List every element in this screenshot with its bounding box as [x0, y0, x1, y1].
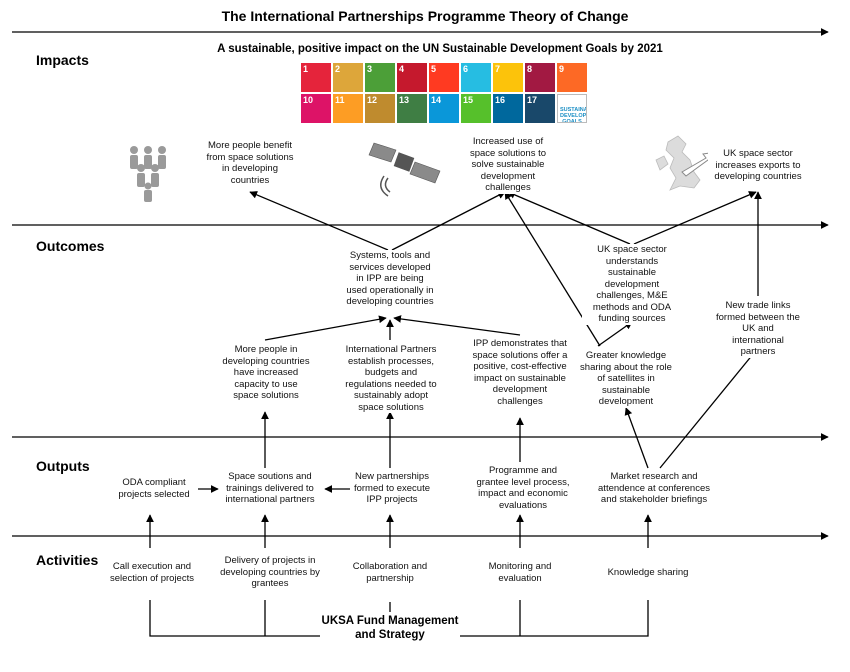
output-oda-projects: ODA compliant projects selected: [112, 477, 196, 500]
sdg-tile-number: 8: [527, 64, 533, 74]
satellite-icon: [368, 142, 441, 197]
outcome-partners-establish: International Partners establish process…: [344, 344, 438, 413]
activity-monitoring: Monitoring and evaluation: [484, 561, 556, 584]
activity-collaboration: Collaboration and partnership: [352, 561, 428, 584]
sdg-tile: 10: [301, 94, 331, 123]
sdg-tile-number: 15: [463, 95, 474, 105]
sdg-tile: 2: [333, 63, 363, 92]
impact-increased-use: Increased use of space solutions to solv…: [462, 136, 554, 194]
sdg-tile-number: 16: [495, 95, 506, 105]
sdg-tile: 15: [461, 94, 491, 123]
arrow-systems-to-spaceuse: [391, 191, 506, 251]
sdg-tile: 14: [429, 94, 459, 123]
sdg-tile-number: 3: [367, 64, 373, 74]
activity-call-execution: Call execution and selection of projects: [110, 561, 194, 584]
section-label-outcomes: Outcomes: [36, 238, 105, 254]
arrow-systems-to-people: [249, 191, 389, 251]
sdg-tile: 17: [525, 94, 555, 123]
sdg-tile: 9: [557, 63, 587, 92]
people-icon: [130, 146, 166, 202]
sdg-tile-number: 11: [335, 95, 345, 105]
activity-delivery: Delivery of projects in developing count…: [220, 555, 320, 590]
sdg-goals-logo: SUSTAINABLE DEVELOPMENT GOALS: [557, 94, 587, 123]
sdg-tile: 16: [493, 94, 523, 123]
sdg-tile-number: 5: [431, 64, 437, 74]
uksa-fund-management: UKSA Fund Management and Strategy: [320, 615, 460, 642]
arrow-market-to-knowledge: [624, 407, 649, 469]
sdg-tile-number: 6: [463, 64, 469, 74]
arrow-market-to-tradelinks: [659, 347, 759, 469]
outcome-systems-used: Systems, tools and services developed in…: [345, 250, 435, 308]
output-new-partnerships: New partnerships formed to execute IPP p…: [352, 471, 432, 506]
sdg-tile: 11: [333, 94, 363, 123]
uk-map-icon: [655, 135, 701, 191]
diagram-title: The International Partnerships Programme…: [221, 8, 629, 24]
sdg-tile-number: 1: [303, 64, 309, 74]
sdg-tile-number: 2: [335, 64, 341, 74]
impact-uk-exports: UK space sector increases exports to dev…: [708, 148, 808, 183]
sdg-tile: 1: [301, 63, 331, 92]
section-label-impacts: Impacts: [36, 52, 89, 68]
outcome-uk-understands: UK space sector understands sustainable …: [582, 244, 682, 325]
sdg-tile-number: 7: [495, 64, 501, 74]
output-market-research: Market research and attendence at confer…: [598, 471, 710, 506]
sdg-goals-grid: 1234567891011121314151617SUSTAINABLE DEV…: [301, 63, 587, 123]
section-label-outputs: Outputs: [36, 458, 90, 474]
sdg-tile-number: 17: [527, 95, 538, 105]
arrow-uk-understands-to-exports: [633, 191, 757, 245]
arrow-knowledge-to-uk-understands: [597, 321, 633, 347]
sdg-tile-number: 13: [399, 95, 410, 105]
diagram-subtitle: A sustainable, positive impact on the UN…: [217, 43, 663, 55]
outcome-trade-links: New trade links formed between the UK an…: [716, 300, 800, 358]
sdg-tile: 13: [397, 94, 427, 123]
outcome-capacity: More people in developing countries have…: [222, 344, 310, 402]
sdg-tile: 8: [525, 63, 555, 92]
output-space-solutions: Space soutions and trainings delivered t…: [220, 471, 320, 506]
sdg-tile: 6: [461, 63, 491, 92]
outcome-knowledge-sharing: Greater knowledge sharing about the role…: [578, 350, 674, 408]
arrow-capacity-to-systems: [264, 315, 387, 341]
impact-people-benefit: More people benefit from space solutions…: [202, 140, 298, 186]
sdg-tile: 12: [365, 94, 395, 123]
sdg-tile-number: 12: [367, 95, 378, 105]
sdg-tile-number: 9: [559, 64, 565, 74]
sdg-tile: 7: [493, 63, 523, 92]
section-label-activities: Activities: [36, 552, 99, 568]
output-evaluations: Programme and grantee level process, imp…: [476, 465, 570, 511]
arrow-demonstrates-to-systems: [393, 315, 521, 336]
sdg-tile-number: 10: [303, 95, 314, 105]
sdg-tile: 3: [365, 63, 395, 92]
sdg-tile: 5: [429, 63, 459, 92]
arrow-uk-understands-to-spaceuse: [507, 191, 631, 245]
sdg-tile: 4: [397, 63, 427, 92]
outcome-ipp-demonstrates: IPP demonstrates that space solutions of…: [470, 338, 570, 407]
sdg-tile-number: 4: [399, 64, 405, 74]
sdg-tile-number: 14: [431, 95, 442, 105]
activity-knowledge-sharing: Knowledge sharing: [606, 567, 690, 579]
